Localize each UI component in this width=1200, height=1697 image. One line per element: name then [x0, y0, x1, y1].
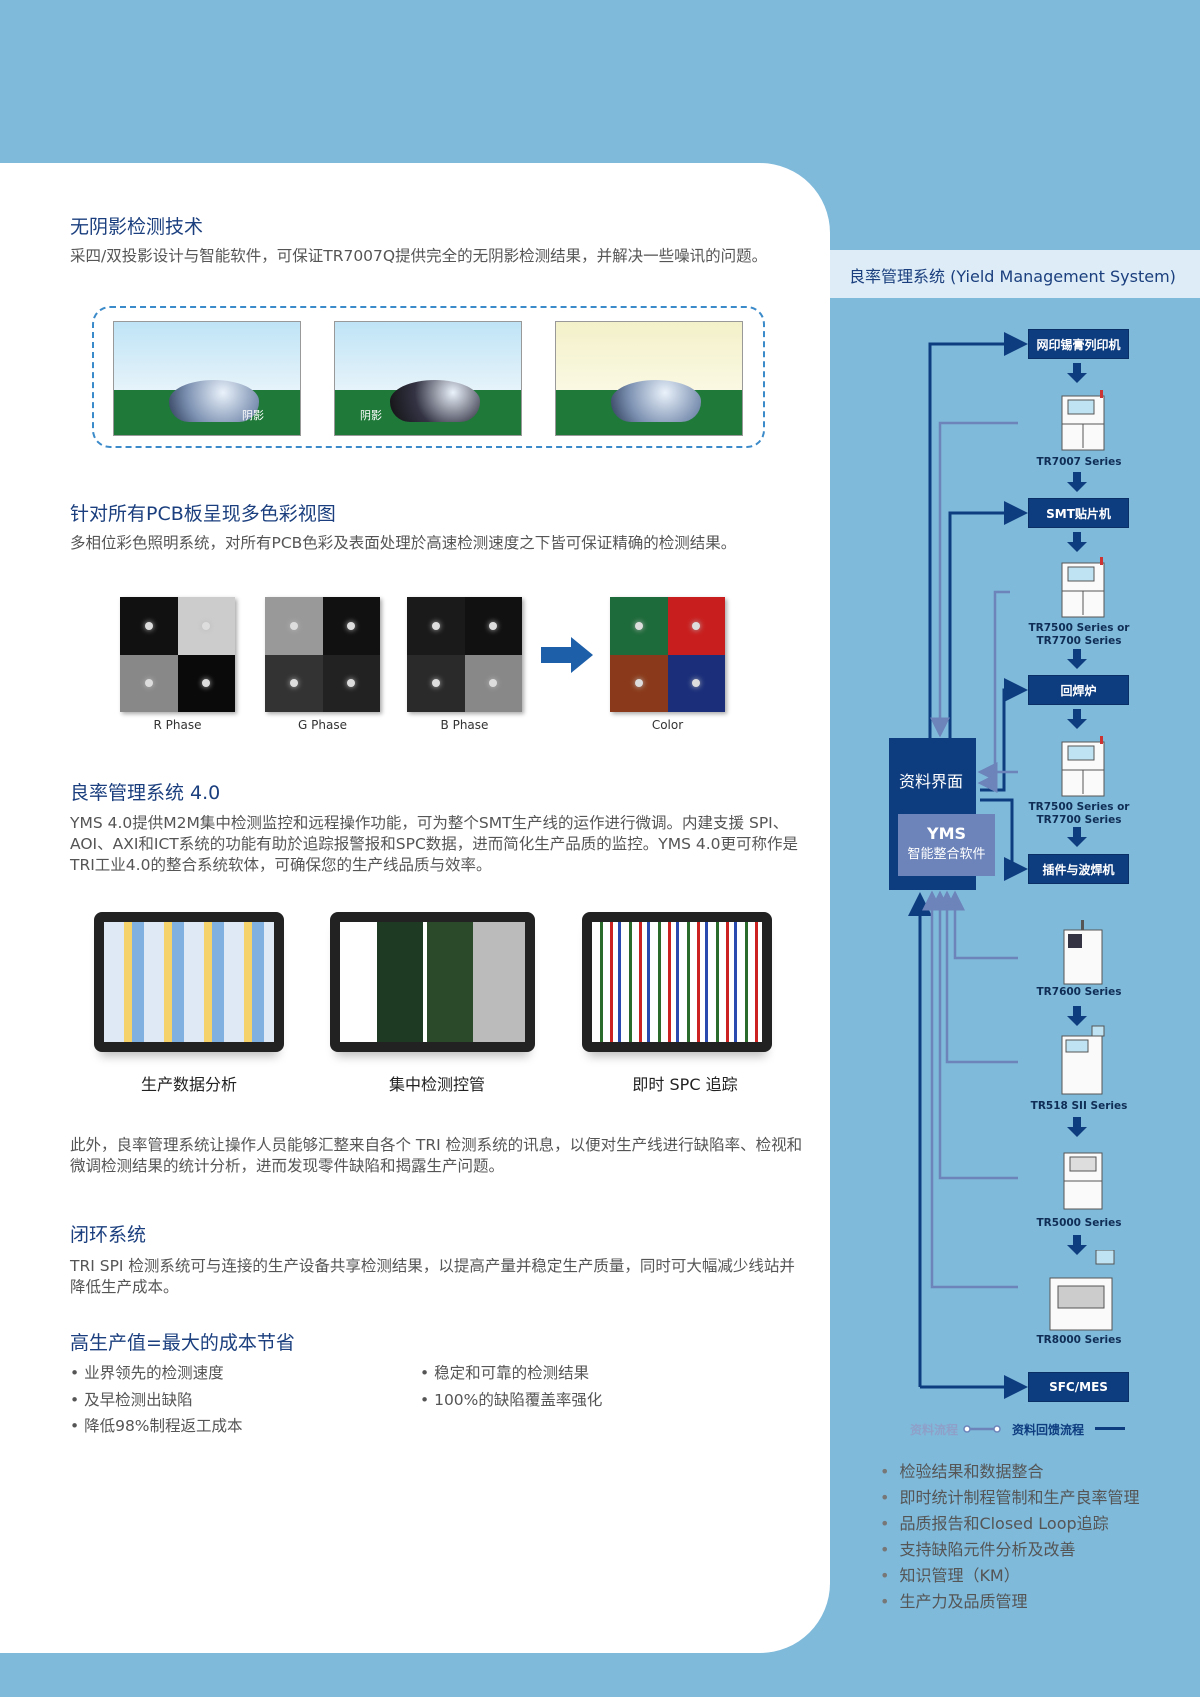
machine-icon	[1063, 920, 1103, 985]
machine-icon	[1061, 736, 1105, 797]
b-phase-image	[407, 597, 522, 712]
section-title-yms: 良率管理系统 4.0	[70, 782, 221, 804]
machine-icon	[1061, 390, 1105, 451]
machine-label: TR5000 Series	[1036, 1217, 1122, 1229]
section-body-closed-loop: TRI SPI 检测系统可与连接的生产设备共享检测结果，以提高产量并稳定生产质量…	[70, 1257, 795, 1296]
bullet: • 降低98%制程返工成本	[70, 1417, 243, 1435]
section-body-yms: YMS 4.0提供M2M集中检测监控和远程操作功能，可为整个SMT生产线的运作进…	[70, 814, 799, 874]
node-smt-placement: SMT贴片机	[1028, 498, 1129, 528]
r-phase-image	[120, 597, 235, 712]
legend-data-flow: 资料流程	[910, 1423, 959, 1437]
arrow-right-icon	[541, 637, 593, 673]
g-phase-image	[265, 597, 380, 712]
bullet: • 业界领先的检测速度	[70, 1364, 224, 1382]
node-wave-solder: 插件与波焊机	[1028, 854, 1129, 884]
shadow-image-1: 阴影	[113, 321, 301, 436]
bullet: • 100%的缺陷覆盖率强化	[420, 1391, 603, 1409]
monitor-spc-tracking	[582, 912, 772, 1052]
machine-label: TR7500 Series or TR7700 Series	[1028, 801, 1130, 826]
machine-label: TR7500 Series or TR7700 Series	[1028, 622, 1130, 647]
color-image	[610, 597, 725, 712]
section-title-closed-loop: 闭环系统	[70, 1224, 147, 1246]
section-title-color: 针对所有PCB板呈现多色彩视图	[70, 503, 336, 525]
shadow-illustration-frame	[92, 306, 765, 448]
machine-icon	[1063, 1152, 1103, 1210]
label-g-phase: G Phase	[298, 718, 347, 732]
monitor-central-control	[330, 912, 535, 1052]
machine-icon	[1061, 1025, 1105, 1095]
label-spc-tracking: 即时 SPC 追踪	[632, 1075, 738, 1094]
yms-body-2: 此外，良率管理系统让操作人员能够汇整来自各个 TRI 检测系统的讯息，以便对生产…	[70, 1136, 803, 1175]
label-color: Color	[651, 718, 684, 732]
monitor-data-analysis	[94, 912, 284, 1052]
legend-feedback-flow: 资料回馈流程	[1012, 1423, 1085, 1437]
machine-label: TR8000 Series	[1036, 1334, 1122, 1346]
feature-item: 支持缺陷元件分析及改善	[880, 1536, 1075, 1560]
section-title-cost: 高生产值=最大的成本节省	[70, 1332, 295, 1354]
node-sfc-mes: SFC/MES	[1028, 1372, 1129, 1402]
shadow-image-3	[555, 321, 743, 436]
feature-item: 知识管理（KM）	[880, 1562, 1019, 1586]
machine-label: TR7600 Series	[1036, 986, 1122, 998]
section-body-shadowless: 采四/双投影设计与智能软件，可保证TR7007Q提供完全的无阴影检测结果，并解决…	[70, 247, 768, 265]
section-body-color: 多相位彩色照明系统，对所有PCB色彩及表面处理於高速检测速度之下皆可保证精确的检…	[70, 534, 737, 552]
node-reflow-oven: 回焊炉	[1028, 675, 1129, 705]
yms-header: 良率管理系统 (Yield Management System)	[830, 250, 1200, 298]
bullet: • 及早检测出缺陷	[70, 1391, 193, 1409]
machine-label: TR518 SII Series	[1030, 1100, 1128, 1112]
bullet: • 稳定和可靠的检测结果	[420, 1364, 590, 1382]
label-r-phase: R Phase	[153, 718, 202, 732]
feature-item: 检验结果和数据整合	[880, 1458, 1043, 1482]
feature-item: 即时统计制程管制和生产良率管理	[880, 1484, 1139, 1508]
machine-icon	[1061, 557, 1105, 618]
machine-label: TR7007 Series	[1036, 456, 1122, 468]
node-stencil-printer: 网印锡膏列印机	[1028, 329, 1129, 359]
shadow-image-2: 阴影	[334, 321, 522, 436]
feature-item: 品质报告和Closed Loop追踪	[880, 1510, 1108, 1534]
label-central-control: 集中检测控管	[388, 1075, 485, 1094]
label-data-analysis: 生产数据分析	[140, 1075, 237, 1094]
label-b-phase: B Phase	[440, 718, 489, 732]
feature-item: 生产力及品质管理	[880, 1588, 1027, 1612]
section-title-shadowless: 无阴影检测技术	[70, 216, 204, 238]
machine-icon	[1049, 1250, 1115, 1331]
